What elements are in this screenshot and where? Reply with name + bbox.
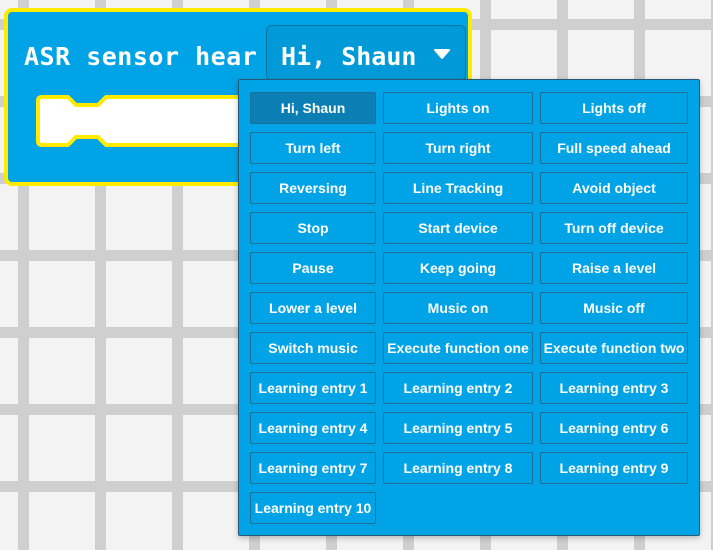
menu-item[interactable]: Full speed ahead <box>540 132 688 164</box>
menu-item[interactable]: Stop <box>250 212 376 244</box>
block-label: ASR sensor hear <box>24 42 258 71</box>
menu-item[interactable]: Pause <box>250 252 376 284</box>
menu-item[interactable]: Learning entry 1 <box>250 372 376 404</box>
menu-item[interactable]: Reversing <box>250 172 376 204</box>
menu-item[interactable]: Learning entry 3 <box>540 372 688 404</box>
menu-item[interactable]: Learning entry 2 <box>383 372 533 404</box>
menu-item[interactable]: Learning entry 10 <box>250 492 376 524</box>
menu-item[interactable]: Execute function one <box>383 332 533 364</box>
menu-item[interactable]: Lights on <box>383 92 533 124</box>
phrase-dropdown[interactable]: Hi, Shaun <box>266 25 466 81</box>
menu-item[interactable]: Start device <box>383 212 533 244</box>
menu-item[interactable]: Raise a level <box>540 252 688 284</box>
menu-item[interactable]: Learning entry 9 <box>540 452 688 484</box>
dropdown-value: Hi, Shaun <box>281 42 417 71</box>
menu-item[interactable]: Execute function two <box>540 332 688 364</box>
menu-item[interactable]: Learning entry 6 <box>540 412 688 444</box>
menu-item[interactable]: Learning entry 8 <box>383 452 533 484</box>
menu-item[interactable]: Learning entry 5 <box>383 412 533 444</box>
menu-item[interactable]: Music on <box>383 292 533 324</box>
menu-item[interactable]: Line Tracking <box>383 172 533 204</box>
menu-item[interactable]: Lower a level <box>250 292 376 324</box>
menu-item[interactable]: Music off <box>540 292 688 324</box>
chevron-down-icon <box>434 49 450 59</box>
menu-item[interactable]: Hi, Shaun <box>250 92 376 124</box>
menu-item[interactable]: Learning entry 7 <box>250 452 376 484</box>
menu-item[interactable]: Turn left <box>250 132 376 164</box>
menu-item[interactable]: Learning entry 4 <box>250 412 376 444</box>
menu-item[interactable]: Keep going <box>383 252 533 284</box>
menu-item[interactable]: Switch music <box>250 332 376 364</box>
menu-item[interactable]: Lights off <box>540 92 688 124</box>
menu-item[interactable]: Turn off device <box>540 212 688 244</box>
menu-item[interactable]: Turn right <box>383 132 533 164</box>
menu-item[interactable]: Avoid object <box>540 172 688 204</box>
